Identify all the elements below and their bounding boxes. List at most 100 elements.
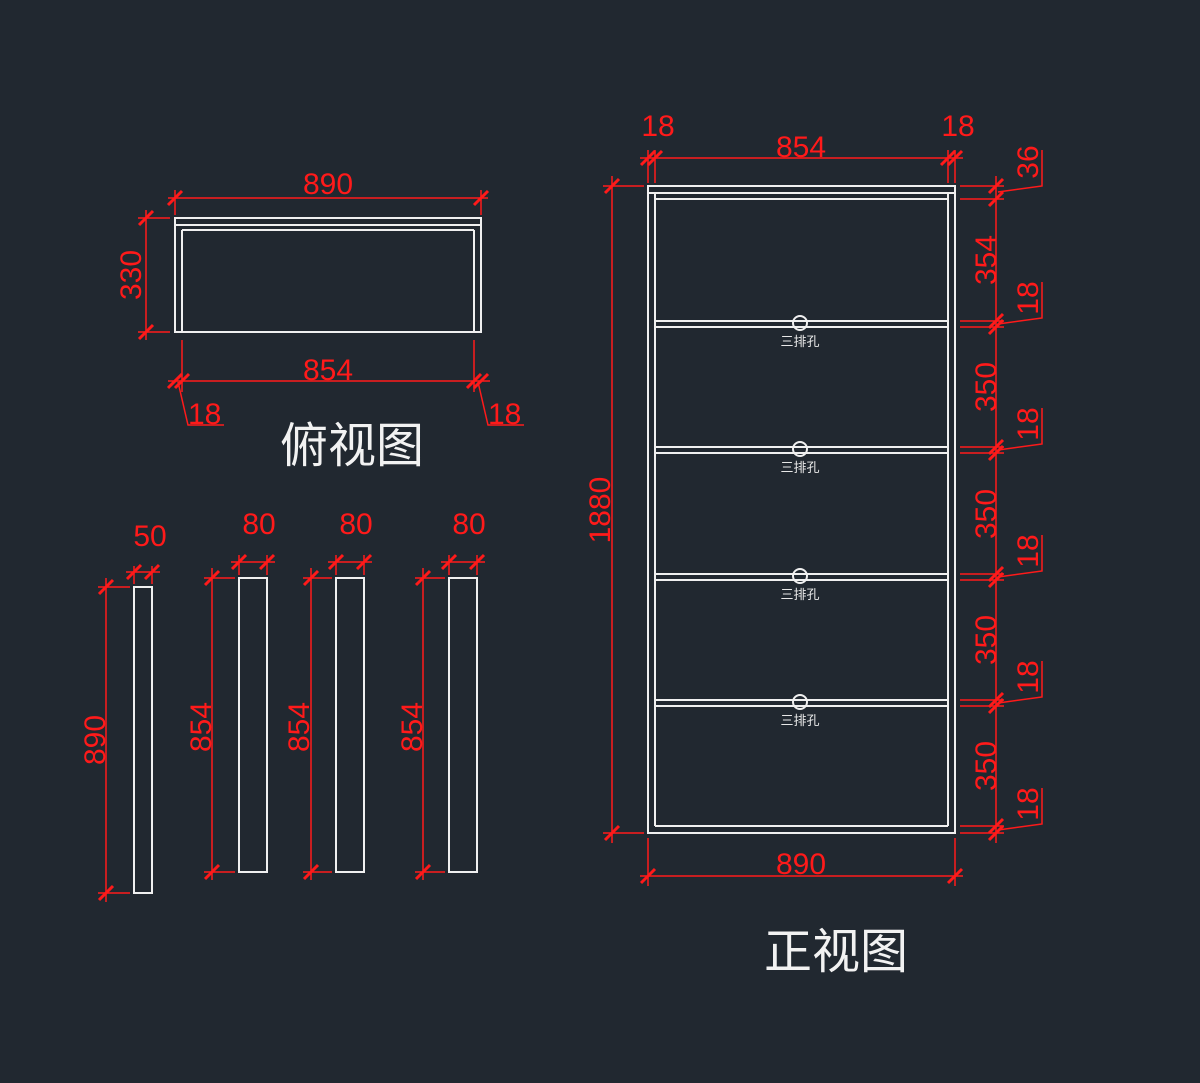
- dim-tick: [465, 372, 483, 390]
- dim-tick: [327, 553, 345, 571]
- dim-tick: [987, 571, 1005, 589]
- parts: 50 890 80 854: [79, 508, 486, 902]
- hole-note: 三排孔: [780, 461, 819, 476]
- front-side-right-label: 18: [941, 110, 974, 143]
- shelf-thickness-label: 18: [1012, 660, 1045, 693]
- dim-tick: [137, 209, 155, 227]
- part-2: 80 854: [185, 508, 276, 881]
- dim-tick: [603, 177, 621, 195]
- dim-tick: [987, 318, 1005, 336]
- hole-note: 三排孔: [780, 588, 819, 603]
- leader-line: [997, 535, 1043, 578]
- top-side-right-label: 18: [488, 398, 521, 431]
- dim-tick: [143, 563, 161, 581]
- dim-tick: [987, 565, 1005, 583]
- dim-tick: [987, 817, 1005, 835]
- dim-tick: [472, 372, 490, 390]
- part-3-width-label: 80: [339, 508, 372, 541]
- dim-tick: [203, 569, 221, 587]
- leader-line: [997, 788, 1043, 831]
- dim-tick: [639, 867, 657, 885]
- dim-tick: [987, 444, 1005, 462]
- hole-circle: [792, 315, 808, 331]
- shelf-thickness-label: 18: [1012, 787, 1045, 820]
- dim-tick: [137, 323, 155, 341]
- part-4: 80 854: [396, 508, 486, 881]
- dim-tick: [987, 312, 1005, 330]
- bay-height-label: 350: [970, 362, 1003, 412]
- dim-tick: [97, 578, 115, 596]
- hole-note: 三排孔: [780, 335, 819, 350]
- dim-tick: [987, 824, 1005, 842]
- leader-line: [477, 381, 524, 426]
- part-1-outline: [133, 586, 153, 894]
- part-2-outline: [238, 577, 268, 873]
- dim-tick: [639, 149, 657, 167]
- leader-line: [177, 381, 224, 426]
- part-4-width-label: 80: [452, 508, 485, 541]
- part-3-outline: [335, 577, 365, 873]
- dim-tick: [472, 189, 490, 207]
- dim-tick: [302, 863, 320, 881]
- dim-tick: [939, 149, 957, 167]
- leader-line: [997, 661, 1043, 704]
- bay-height-label: 350: [970, 615, 1003, 665]
- front-inner-width-label: 854: [776, 131, 826, 164]
- leader-line: [997, 150, 1043, 193]
- hole-circle: [792, 441, 808, 457]
- part-4-outline: [448, 577, 478, 873]
- dim-tick: [230, 553, 248, 571]
- part-1-length-label: 890: [79, 715, 112, 765]
- dim-tick: [646, 149, 664, 167]
- dim-tick: [97, 884, 115, 902]
- top-depth-label: 330: [115, 250, 148, 300]
- dim-tick: [166, 189, 184, 207]
- part-2-length-label: 854: [185, 702, 218, 752]
- front-view-title: 正视图: [764, 924, 908, 980]
- top-view: 890 330 854 18 18 俯视图: [115, 168, 524, 474]
- part-2-width-label: 80: [242, 508, 275, 541]
- part-3: 80 854: [283, 508, 373, 881]
- dim-tick: [173, 372, 191, 390]
- part-3-length-label: 854: [283, 702, 316, 752]
- top-width-label: 890: [303, 168, 353, 201]
- shelf-thickness-label: 18: [1012, 407, 1045, 440]
- dim-tick: [946, 867, 964, 885]
- part-1: 50 890: [79, 520, 167, 902]
- top-view-title: 俯视图: [280, 418, 424, 474]
- shelf-thickness-label: 18: [1012, 534, 1045, 567]
- dim-tick: [414, 569, 432, 587]
- top-inner-label: 854: [303, 354, 353, 387]
- dim-tick: [987, 691, 1005, 709]
- top-side-left-label: 18: [188, 398, 221, 431]
- dim-tick: [946, 149, 964, 167]
- bay-height-label: 350: [970, 741, 1003, 791]
- dim-tick: [603, 824, 621, 842]
- dim-tick: [258, 553, 276, 571]
- hole-circle: [792, 694, 808, 710]
- dim-tick: [166, 372, 184, 390]
- dim-tick: [987, 438, 1005, 456]
- bay-height-label: 350: [970, 489, 1003, 539]
- hole-note: 三排孔: [780, 714, 819, 729]
- dim-tick: [987, 177, 1005, 195]
- dim-tick: [987, 697, 1005, 715]
- part-1-width-label: 50: [133, 520, 166, 553]
- dim-tick: [987, 190, 1005, 208]
- leader-line: [997, 282, 1043, 325]
- hole-circle: [792, 568, 808, 584]
- dim-tick: [355, 553, 373, 571]
- front-overall-height-label: 1880: [584, 477, 617, 544]
- front-view-outline: [647, 185, 956, 834]
- bay-height-label: 354: [970, 235, 1003, 285]
- part-4-length-label: 854: [396, 702, 429, 752]
- front-side-left-label: 18: [641, 110, 674, 143]
- dim-tick: [125, 563, 143, 581]
- top-view-outline: [174, 217, 482, 333]
- dim-tick: [440, 553, 458, 571]
- leader-line: [997, 408, 1043, 451]
- dim-tick: [468, 553, 486, 571]
- dim-tick: [203, 863, 221, 881]
